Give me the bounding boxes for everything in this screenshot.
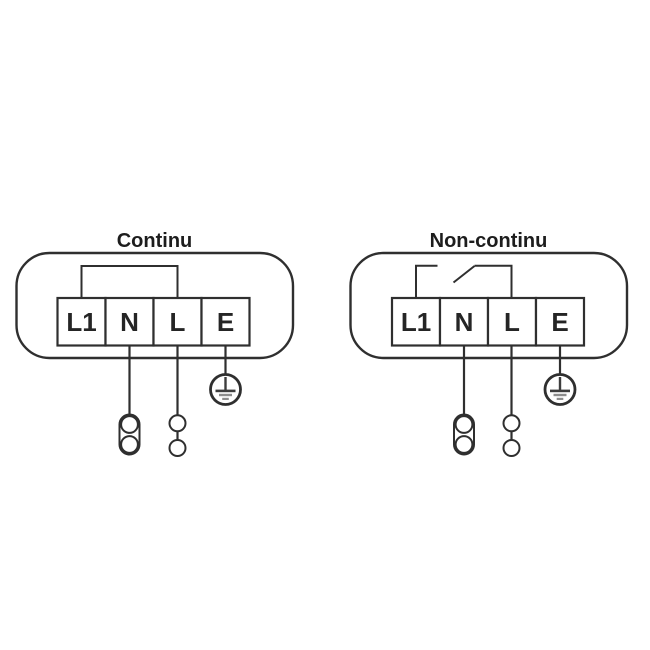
earth-bar-medium xyxy=(553,393,567,397)
earth-bar-medium xyxy=(219,393,232,397)
enclosure-outline xyxy=(15,251,295,360)
earth-bar-short xyxy=(556,397,564,400)
terminal-label-e: E xyxy=(551,307,568,337)
connector-pole-bottom xyxy=(454,435,474,454)
terminal-label-l: L xyxy=(504,307,520,337)
connector-ring-top xyxy=(168,414,187,433)
earth-ground-icon xyxy=(543,373,577,406)
diagram-title-non-continu: Non-continu xyxy=(430,230,548,252)
connector-ring-top xyxy=(502,414,521,433)
earth-bar-long xyxy=(550,389,570,393)
connector-ring-bottom xyxy=(168,439,187,457)
terminal-label-l1: L1 xyxy=(401,307,431,337)
diagram-title-continu: Continu xyxy=(117,230,193,252)
terminal-block: L1 N L E xyxy=(390,296,586,347)
connector-pole-top xyxy=(120,415,139,434)
two-pole-connector-icon xyxy=(453,413,475,456)
connector-ring-bottom xyxy=(502,439,521,457)
diagram-non-continu: Non-continu L1 N L E xyxy=(349,230,629,457)
earth-ground-icon xyxy=(209,373,242,406)
inline-connector-icon xyxy=(168,414,187,457)
switch-contact-icon xyxy=(415,264,513,298)
switch-output-leg xyxy=(474,264,513,298)
diagram-continu: Continu L1 N L E xyxy=(15,230,295,457)
terminal-label-l: L xyxy=(170,307,186,337)
solid-jumper-wire xyxy=(80,265,179,298)
inline-connector-icon xyxy=(502,414,521,457)
terminal-box-l1 xyxy=(56,296,107,347)
terminal-label-n: N xyxy=(455,307,474,337)
switch-fixed-leg xyxy=(415,264,438,298)
terminal-block: L1 N L E xyxy=(56,296,251,347)
terminal-label-n: N xyxy=(120,307,139,337)
connector-pole-bottom xyxy=(120,435,139,454)
earth-bar-short xyxy=(222,397,229,400)
connector-pole-top xyxy=(454,415,474,434)
enclosure-outline xyxy=(349,251,629,360)
terminal-box-e xyxy=(200,296,251,347)
switch-blade xyxy=(452,265,476,284)
terminal-label-e: E xyxy=(217,307,234,337)
earth-bar-long xyxy=(215,389,236,393)
terminal-box-l1 xyxy=(390,296,442,347)
terminal-box-e xyxy=(534,296,586,347)
two-pole-connector-icon xyxy=(118,413,141,456)
terminal-label-l1: L1 xyxy=(66,307,96,337)
